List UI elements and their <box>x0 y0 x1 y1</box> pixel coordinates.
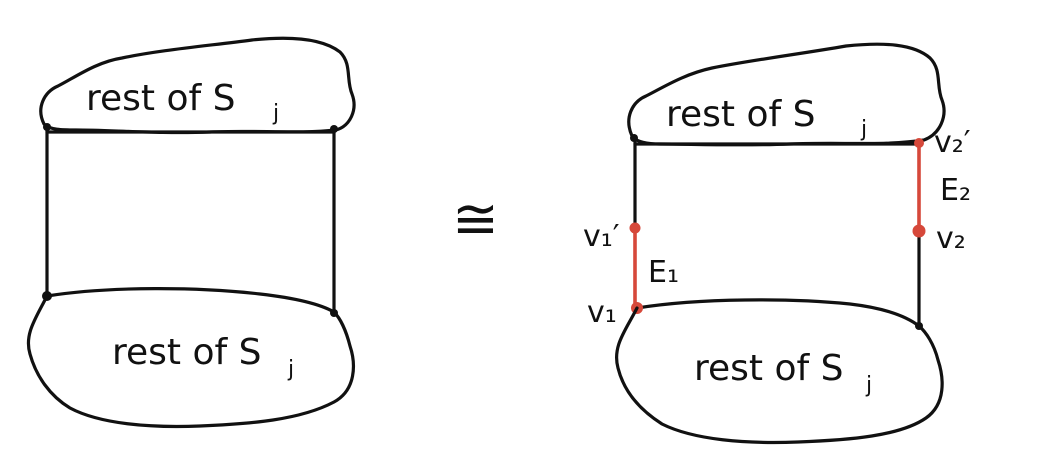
left-top-region-label: rest of S <box>86 78 235 119</box>
label-v2-prime: v₂′ <box>934 125 971 160</box>
right-top-region-label: rest of S <box>666 94 815 135</box>
left-vertex-top-right <box>330 125 338 133</box>
right-vertex-top-left <box>630 134 638 142</box>
right-bottom-region-subscript: j <box>865 373 872 398</box>
vertex-v2 <box>912 224 926 238</box>
label-v1: v₁ <box>587 295 617 330</box>
label-e2: E₂ <box>940 173 971 208</box>
vertex-v2-prime <box>914 138 924 148</box>
vertex-v1-prime <box>629 222 641 234</box>
label-v1-prime: v₁′ <box>583 219 620 254</box>
left-bottom-region-subscript: j <box>287 357 294 382</box>
isomorphism-symbol: ≅ <box>452 187 499 252</box>
right-top-region-subscript: j <box>860 117 867 142</box>
left-connector-bottom <box>45 287 336 314</box>
left-graph: rest of S j rest of S j <box>26 36 356 429</box>
right-connector-bottom <box>635 298 921 328</box>
right-graph: rest of S j v₁′ E₁ v₁ v₂′ E₂ v₂ rest of … <box>583 42 971 445</box>
left-vertex-top-left <box>43 123 51 131</box>
label-v2: v₂ <box>936 221 966 256</box>
left-top-region-subscript: j <box>272 101 279 126</box>
left-bottom-region-label: rest of S <box>112 332 261 373</box>
right-bottom-region <box>615 306 944 445</box>
left-bottom-region <box>26 294 356 429</box>
label-e1: E₁ <box>648 255 679 290</box>
right-bottom-region-label: rest of S <box>694 348 843 389</box>
